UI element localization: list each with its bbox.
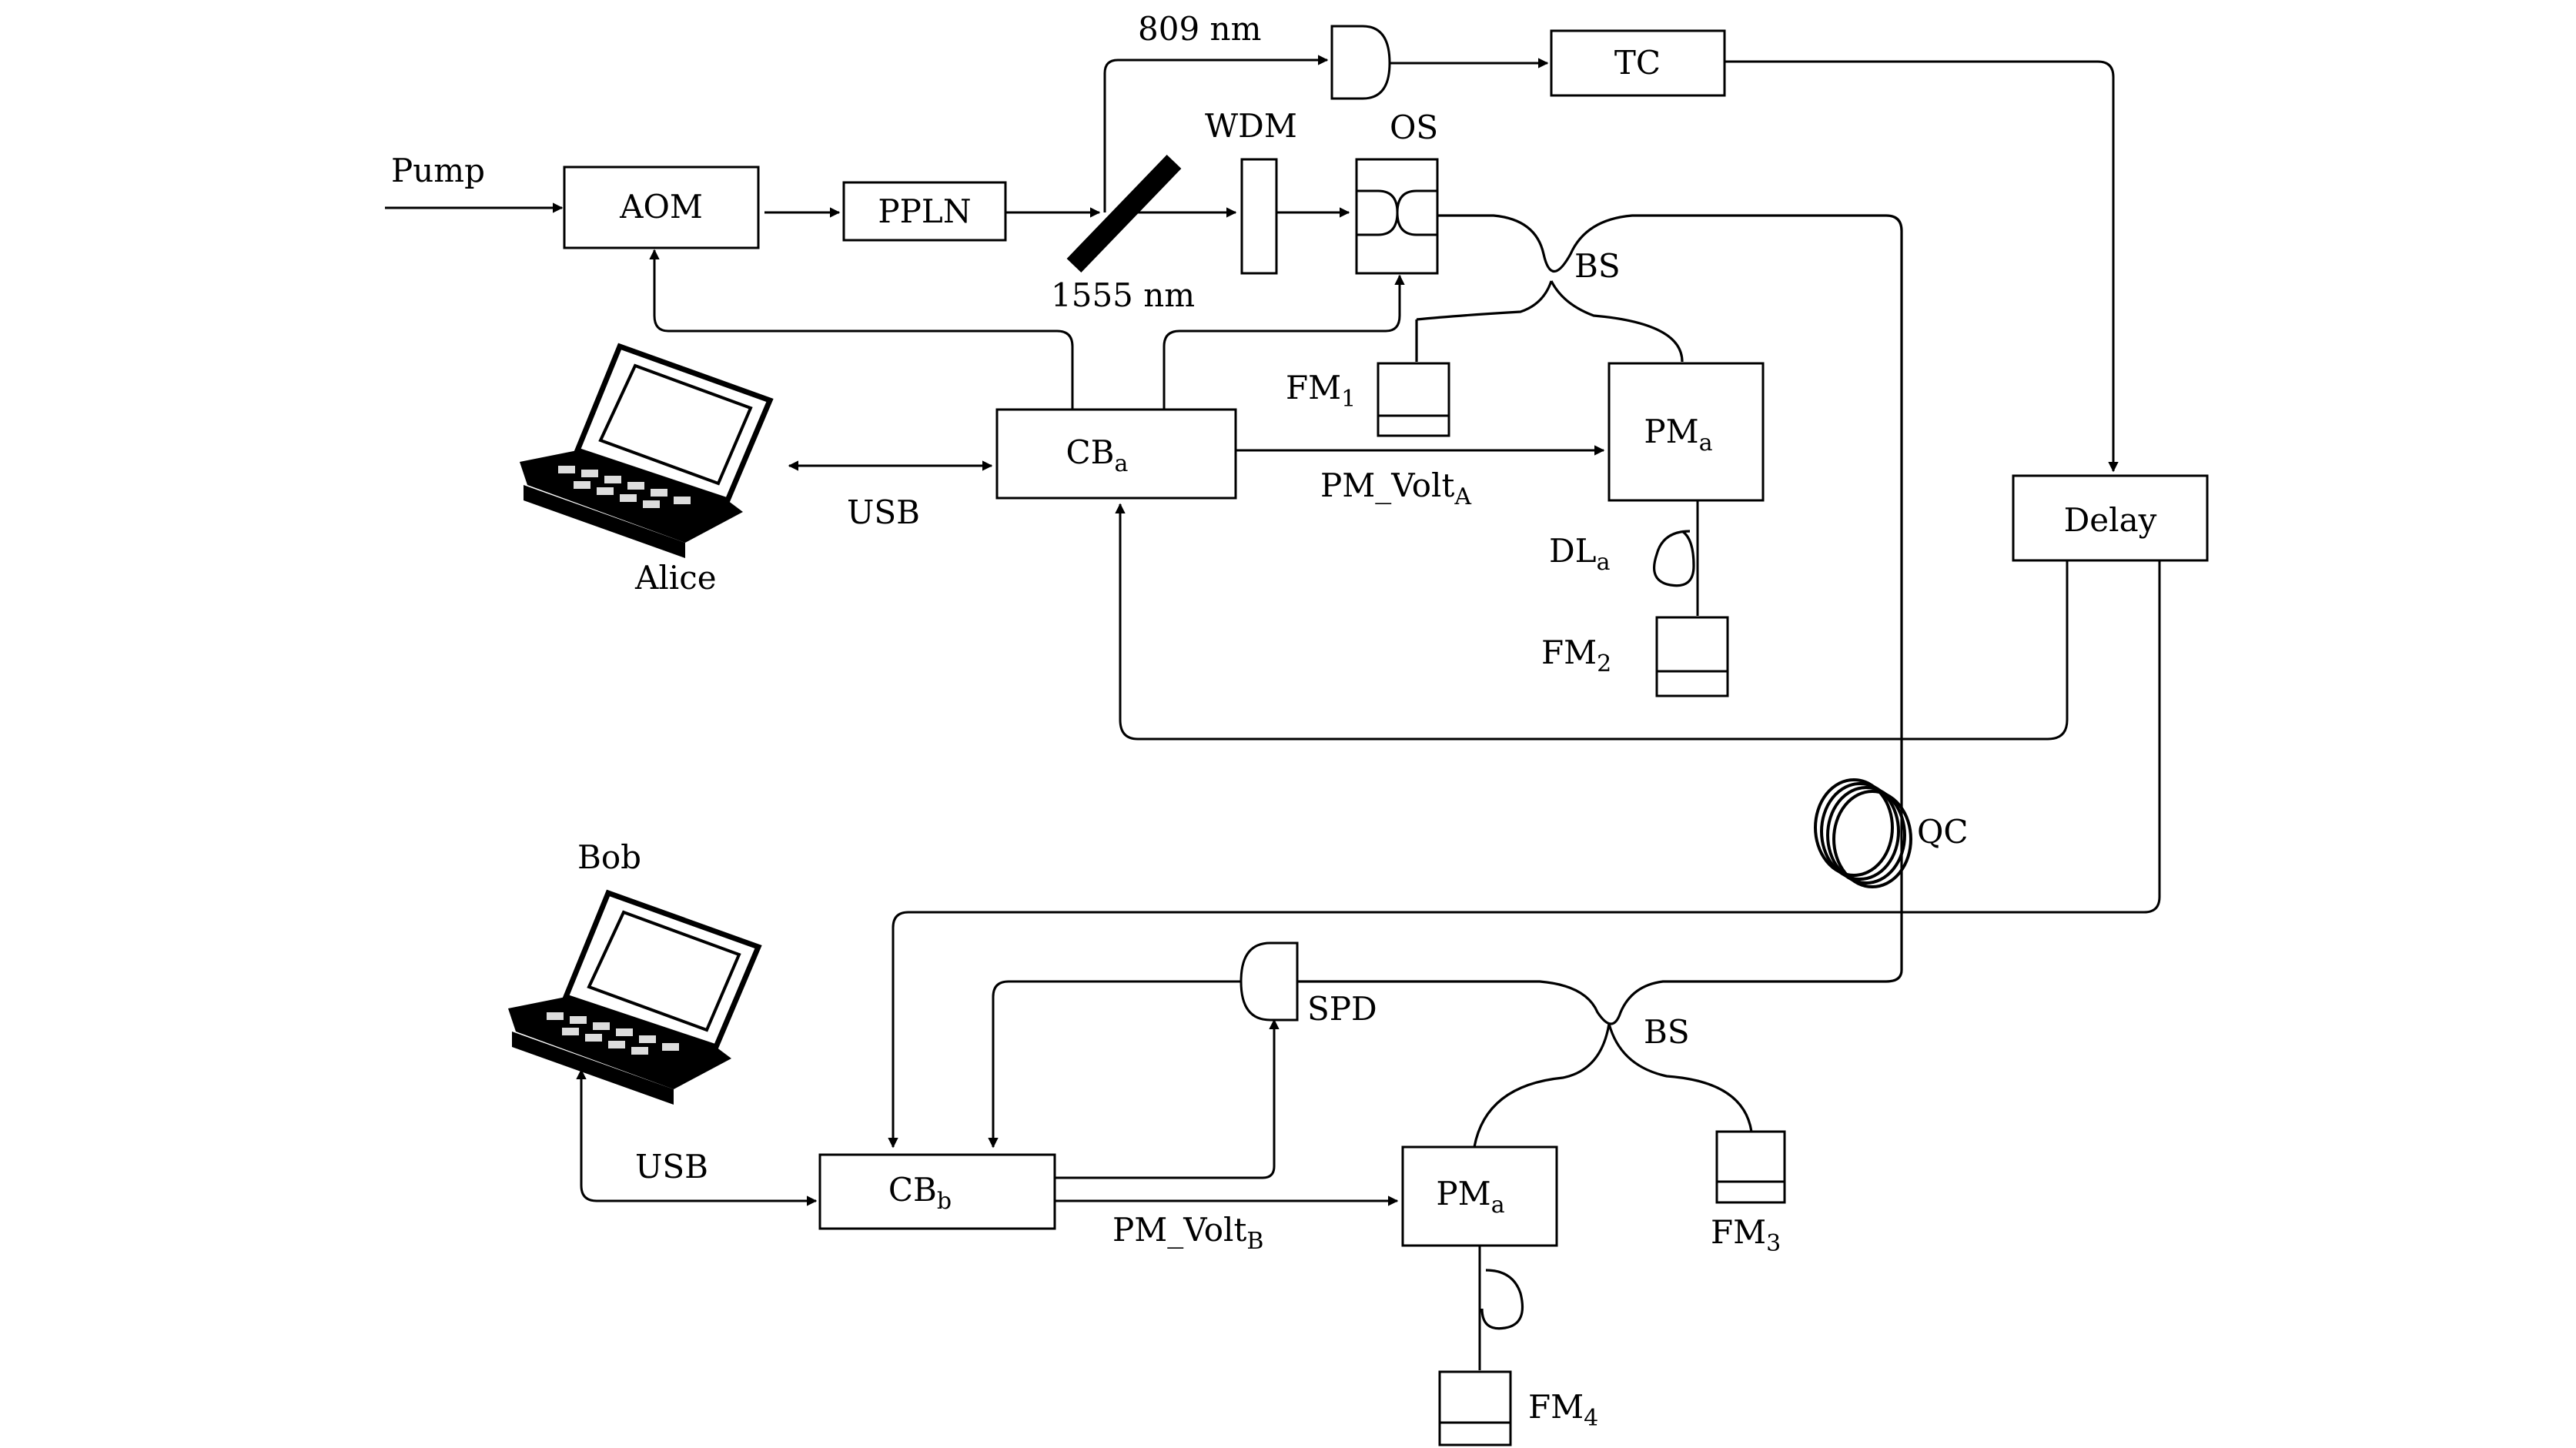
wdm-label: WDM: [1205, 107, 1297, 145]
pm-top-box: [1607, 362, 1765, 502]
quantum-channel: QC: [1814, 778, 1969, 888]
tc-box: [1550, 29, 1726, 97]
cba-box: [995, 408, 1237, 500]
cba-to-os-line: [1163, 274, 1405, 410]
bob-laptop-icon: [508, 889, 762, 1105]
cba-label: CBa: [1066, 433, 1129, 477]
cbb-to-spd-line: [1055, 1018, 1280, 1179]
cbb-box: [818, 1153, 1056, 1230]
ppln-label: PPLN: [878, 192, 971, 230]
aom-box: [563, 166, 760, 249]
bs-top-label: BS: [1574, 247, 1621, 285]
usb-bottom-label: USB: [635, 1148, 708, 1185]
aom-label: AOM: [619, 188, 703, 226]
fm3-label: FM3: [1711, 1213, 1781, 1257]
tc-to-delay-line: [1725, 60, 2119, 473]
transmitter-alice: Pump AOM PPLN 809 nm TC 1555 nm WDM OS: [385, 10, 2209, 1149]
fiber-coil-icon: [1814, 778, 1912, 888]
usb-top-label: USB: [847, 493, 920, 531]
pm-volt-a-label: PM_VoltA: [1320, 467, 1471, 510]
nm809-label: 809 nm: [1138, 10, 1261, 48]
photodetector-icon: [1330, 25, 1391, 100]
alice-label: Alice: [634, 559, 717, 597]
fm3-box: [1715, 1130, 1786, 1204]
fiber-os-to-bs-to-qc: [1437, 214, 1903, 962]
fiber-coil-dla: [1653, 530, 1695, 587]
delay-box: [2012, 474, 2209, 562]
spd-label: SPD: [1307, 990, 1377, 1028]
alice-laptop-icon: [520, 343, 774, 558]
pm-volt-b-label: PM_VoltB: [1112, 1211, 1263, 1255]
fm4-label: FM4: [1528, 1388, 1598, 1432]
fiber-coil-bottom: [1480, 1269, 1524, 1330]
receiver-bob: Bob USB CBb PM_VoltB SPD: [508, 838, 1903, 1446]
optical-switch-symbol: [1357, 189, 1437, 236]
delay-to-cba-line: [1115, 503, 2069, 741]
delay-label: Delay: [2064, 501, 2157, 539]
pump-label: Pump: [391, 152, 485, 189]
photodetector-icon-spd: [1239, 941, 1299, 1022]
fm2-label: FM2: [1541, 634, 1611, 677]
nm1555-label: 1555 nm: [1051, 276, 1195, 314]
usb-bottom-link: [576, 1068, 818, 1206]
fm1-box: [1377, 362, 1450, 437]
dichroic-mirror: [1066, 154, 1182, 273]
cba-to-aom-line: [649, 249, 1074, 410]
bs-bottom-label: BS: [1644, 1013, 1690, 1051]
pm-bottom-box: [1401, 1145, 1558, 1247]
dla-label: DLa: [1549, 532, 1611, 576]
delay-to-cbb-line: [888, 560, 2161, 1149]
bob-label: Bob: [577, 838, 641, 876]
os-label: OS: [1390, 109, 1438, 146]
spd-to-cbb-line: [988, 980, 1241, 1149]
ppln-box: [842, 181, 1007, 242]
bs-top-coupler: [1416, 280, 1684, 363]
qc-label: QC: [1917, 813, 1969, 851]
pm-bottom-label: PMa: [1436, 1175, 1504, 1219]
path-809nm: [1103, 55, 1329, 212]
pm-top-label: PMa: [1644, 413, 1712, 456]
fm4-box: [1438, 1370, 1512, 1446]
cbb-label: CBb: [888, 1171, 952, 1215]
fm2-box: [1655, 616, 1729, 697]
wdm-box: [1240, 158, 1278, 275]
bs-bottom-coupler: [1473, 1023, 1753, 1148]
fm1-label: FM1: [1286, 369, 1356, 413]
tc-label: TC: [1614, 44, 1661, 82]
fiber-qc-to-bs-to-spd: [1297, 962, 1903, 1025]
